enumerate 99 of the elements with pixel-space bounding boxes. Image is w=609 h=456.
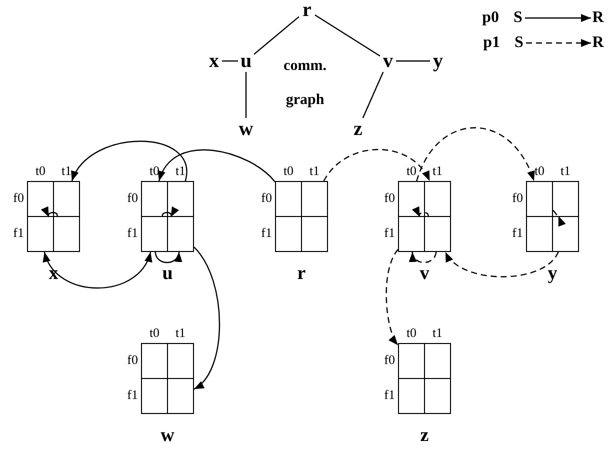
row-label: f1: [126, 387, 138, 403]
arrow: [162, 206, 178, 218]
arrow: [410, 252, 437, 264]
column-label: t0: [148, 325, 161, 341]
connector-line: [314, 14, 380, 56]
connector-line: [254, 16, 300, 55]
process-label: p0: [481, 8, 499, 28]
row-label: f0: [383, 352, 395, 368]
graph-node-label: u: [238, 50, 254, 72]
grid-cell: [424, 343, 451, 379]
row-label: f1: [383, 387, 395, 403]
process-name: w: [160, 425, 176, 447]
graph-caption: graph: [284, 91, 326, 109]
process-label: p1: [482, 33, 500, 53]
graph-node-label: x: [206, 50, 222, 72]
column-label: t1: [174, 325, 187, 341]
grid-cell: [301, 216, 328, 252]
arrow: [158, 149, 276, 182]
grid-cell: [398, 343, 425, 379]
arrow: [154, 252, 181, 264]
grid-cell: [53, 216, 80, 252]
arrow: [413, 206, 429, 218]
row-label: f0: [383, 190, 395, 206]
column-label: t0: [405, 325, 418, 341]
grid-cell: [141, 181, 168, 217]
grid-cell: [275, 216, 302, 252]
grid-cell: [167, 216, 194, 252]
grid-cell: [141, 378, 168, 414]
process-name: u: [161, 263, 174, 285]
grid-cell: [424, 181, 451, 217]
receiver-label: S: [511, 8, 525, 28]
graph-caption: comm.: [282, 57, 328, 75]
arrow: [386, 249, 398, 346]
column-label: t0: [405, 163, 418, 179]
column-label: t0: [533, 163, 546, 179]
grid-cell: [301, 181, 328, 217]
graph-node-label: w: [236, 118, 256, 140]
arrow: [44, 252, 152, 289]
row-label: f1: [126, 225, 138, 241]
row-label: f0: [260, 190, 272, 206]
connector-line: [245, 72, 247, 118]
column-label: t0: [34, 163, 47, 179]
row-label: f1: [12, 225, 24, 241]
row-label: f0: [12, 190, 24, 206]
arrow: [42, 206, 58, 218]
column-label: t1: [559, 163, 572, 179]
graph-node-label: z: [350, 118, 366, 140]
column-label: t1: [431, 163, 444, 179]
arrow: [323, 148, 430, 182]
grid-cell: [167, 181, 194, 217]
column-label: t1: [431, 325, 444, 341]
graph-node-label: r: [299, 0, 315, 21]
grid-cell: [167, 378, 194, 414]
grid-cell: [27, 216, 54, 252]
graph-node-label: y: [430, 50, 446, 72]
row-label: f1: [383, 225, 395, 241]
grid-cell: [27, 181, 54, 217]
row-label: f1: [511, 225, 523, 241]
grid-cell: [141, 343, 168, 379]
arrow: [71, 140, 188, 182]
arrow: [194, 246, 220, 390]
column-label: t0: [282, 163, 295, 179]
grid-cell: [424, 378, 451, 414]
grid-cell: [398, 181, 425, 217]
connector-line: [396, 60, 430, 62]
graph-node-label: v: [380, 50, 396, 72]
grid-cell: [141, 216, 168, 252]
connector-line: [362, 72, 384, 118]
row-label: f1: [260, 225, 272, 241]
column-label: t1: [174, 163, 187, 179]
process-name: x: [48, 263, 60, 285]
row-label: f0: [126, 190, 138, 206]
process-name: z: [419, 425, 430, 447]
arrow: [525, 14, 591, 22]
process-name: y: [546, 263, 558, 285]
row-label: f0: [511, 190, 523, 206]
grid-cell: [552, 181, 579, 217]
grid-cell: [398, 378, 425, 414]
process-name: r: [296, 263, 307, 285]
sender-label: R: [591, 33, 605, 53]
process-name: v: [418, 263, 430, 285]
grid-cell: [275, 181, 302, 217]
grid-cell: [398, 216, 425, 252]
grid-cell: [552, 216, 579, 252]
grid-cell: [424, 216, 451, 252]
receiver-label: S: [512, 33, 526, 53]
grid-cell: [53, 181, 80, 217]
grid-cell: [526, 181, 553, 217]
grid-cell: [167, 343, 194, 379]
arrow: [552, 210, 566, 227]
arrow: [444, 252, 559, 278]
arrow: [416, 127, 534, 182]
arrow: [526, 39, 591, 47]
column-label: t1: [60, 163, 73, 179]
grid-cell: [526, 216, 553, 252]
column-label: t1: [308, 163, 321, 179]
sender-label: R: [591, 8, 605, 28]
connector-line: [222, 60, 238, 62]
row-label: f0: [126, 352, 138, 368]
